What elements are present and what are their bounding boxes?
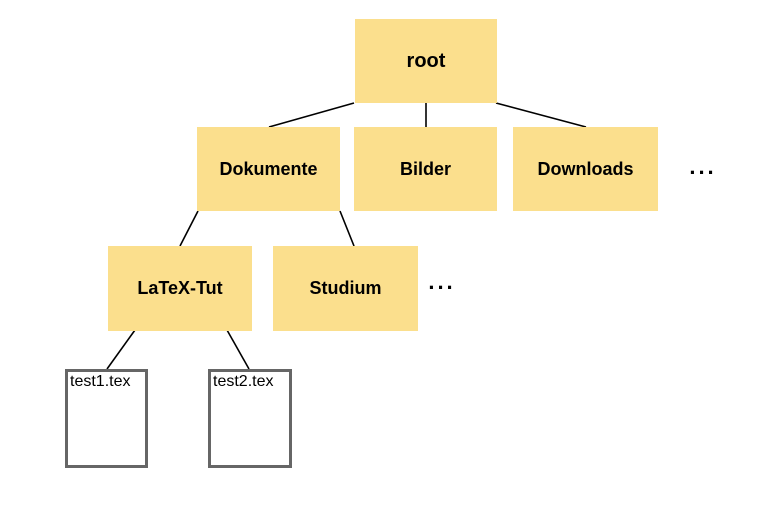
edge-dokumente-latex-tut (179, 210, 199, 247)
more-siblings-level2: ... (428, 269, 456, 294)
node-root: root (355, 19, 497, 103)
node-downloads: Downloads (513, 127, 658, 211)
node-latex-tut: LaTeX-Tut (108, 246, 252, 331)
node-test1-file: test1.tex (65, 369, 148, 468)
edge-latex-tut-test2 (226, 329, 250, 370)
node-studium: Studium (273, 246, 418, 331)
node-test2-file: test2.tex (208, 369, 292, 468)
node-bilder-label: Bilder (399, 158, 451, 179)
node-test1-label: test1.tex (70, 373, 131, 390)
node-studium-label: Studium (309, 278, 382, 298)
edge-latex-tut-test1 (106, 329, 136, 370)
edge-root-downloads (495, 102, 587, 128)
edge-root-dokumente (268, 102, 355, 128)
node-test2-label: test2.tex (213, 373, 274, 390)
node-dokumente-label: Dokumente (219, 158, 318, 179)
node-root-label: root (406, 49, 446, 72)
node-bilder: Bilder (354, 127, 497, 211)
node-latex-tut-label: LaTeX-Tut (137, 278, 223, 298)
edge-dokumente-studium (339, 210, 355, 247)
node-dokumente: Dokumente (197, 127, 340, 211)
more-siblings-level1: ... (689, 154, 717, 179)
node-downloads-label: Downloads (537, 158, 634, 179)
